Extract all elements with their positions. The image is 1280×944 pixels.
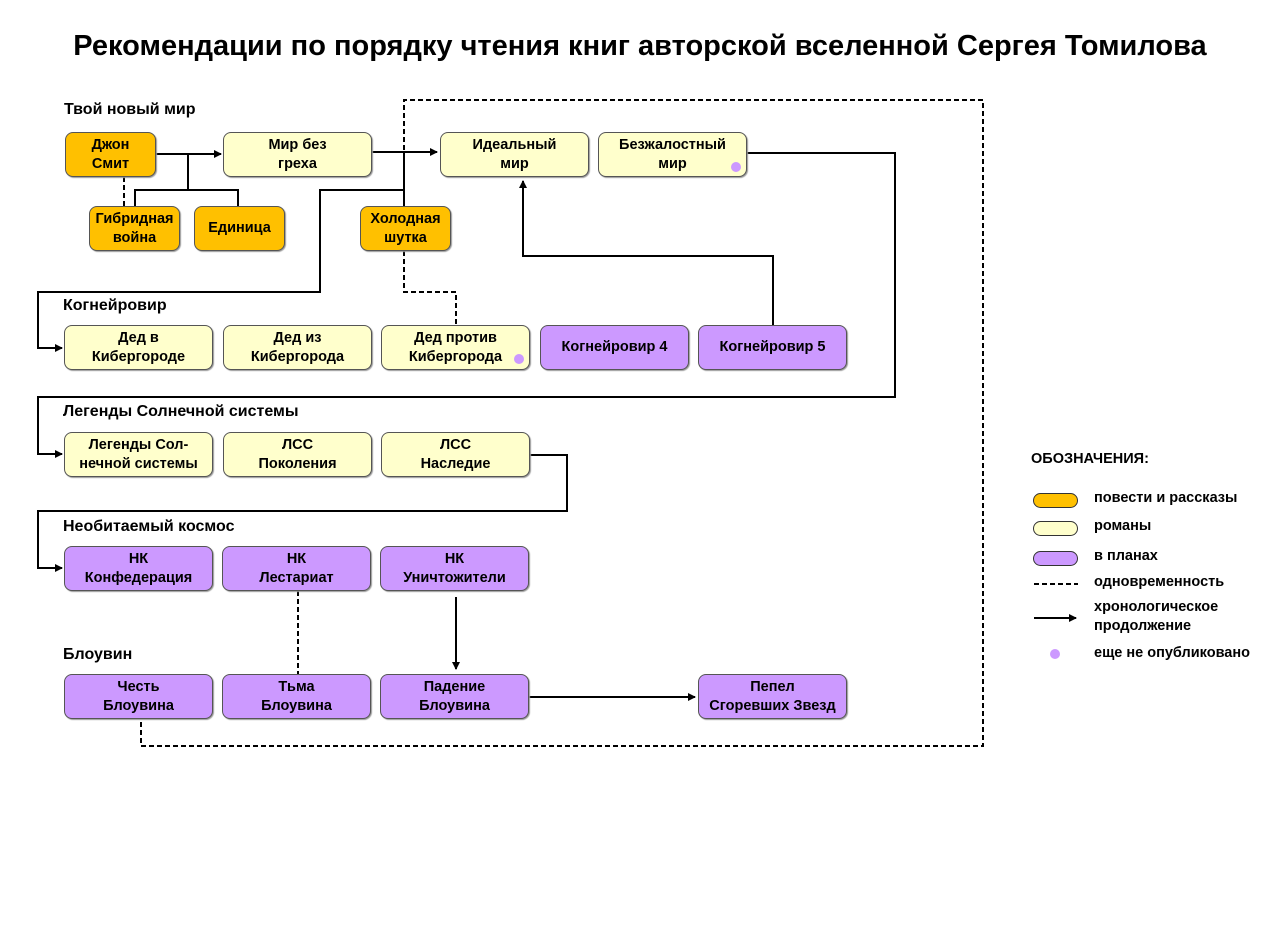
section-label: Когнейровир <box>63 297 167 314</box>
book-bl1: Честь Блоувина <box>64 674 213 719</box>
legend-label: еще не опубликовано <box>1094 645 1250 661</box>
book-bezzhalostny-mir: Безжалостный мир <box>598 132 747 177</box>
book-ded-protiv: Дед против Кибергорода <box>381 325 530 370</box>
book-mir-bez-greha: Мир без греха <box>223 132 372 177</box>
page-title: Рекомендации по порядку чтения книг авто… <box>73 30 1207 62</box>
arrow-bezzh-to-lss <box>37 152 896 458</box>
book-ded-iz: Дед из Кибергорода <box>223 325 372 370</box>
legend-swatch-stories <box>1033 493 1078 508</box>
book-idealny-mir: Идеальный мир <box>440 132 589 177</box>
book-nk2: НК Лестариат <box>222 546 371 591</box>
dash-big-loop <box>140 99 984 747</box>
legend-heading: ОБОЗНАЧЕНИЯ: <box>1031 451 1149 467</box>
legend-label: одновременность <box>1094 574 1225 590</box>
book-bl3: Падение Блоувина <box>380 674 529 719</box>
book-ded-v: Дед в Кибергороде <box>64 325 213 370</box>
legend-label: в планах <box>1094 548 1158 564</box>
book-gibridnaya-voina: Гибридная война <box>89 206 180 251</box>
dash-kholodnaya-ded <box>403 251 457 325</box>
book-lss2: ЛСС Поколения <box>223 432 372 477</box>
legend-label: хронологическое продолжение <box>1094 599 1219 634</box>
unpublished-dot-icon <box>1050 649 1060 659</box>
book-bl2: Тьма Блоувина <box>222 674 371 719</box>
section-label: Блоувин <box>63 646 133 663</box>
arrow-kogn5-to-ideal <box>519 180 774 325</box>
section-label: Легенды Солнечной системы <box>63 403 299 420</box>
legend-label: повести и рассказы <box>1094 490 1238 506</box>
book-kogn5: Когнейровир 5 <box>698 325 847 370</box>
unpublished-dot-icon <box>514 354 524 364</box>
legend-label: романы <box>1094 518 1152 534</box>
book-lss1: Легенды Сол- нечной системы <box>64 432 213 477</box>
book-kholodnaya-shutka: Холодная шутка <box>360 206 451 251</box>
book-edinitsa: Единица <box>194 206 285 251</box>
unpublished-dot-icon <box>731 162 741 172</box>
section-label: Необитаемый космос <box>63 518 235 535</box>
book-lss3: ЛСС Наследие <box>381 432 530 477</box>
book-nk1: НК Конфедерация <box>64 546 213 591</box>
book-john-smith: Джон Смит <box>65 132 156 177</box>
legend-swatch-novels <box>1033 521 1078 536</box>
arrow-lss-to-nk <box>37 454 568 572</box>
book-kogn4: Когнейровир 4 <box>540 325 689 370</box>
line-john-branch <box>134 154 239 206</box>
arrow-to-ded-v <box>37 189 404 352</box>
book-nk3: НК Уничтожители <box>380 546 529 591</box>
legend-swatch-planned <box>1033 551 1078 566</box>
book-bl4: Пепел Сгоревших Звезд <box>698 674 847 719</box>
section-label: Твой новый мир <box>64 101 196 118</box>
